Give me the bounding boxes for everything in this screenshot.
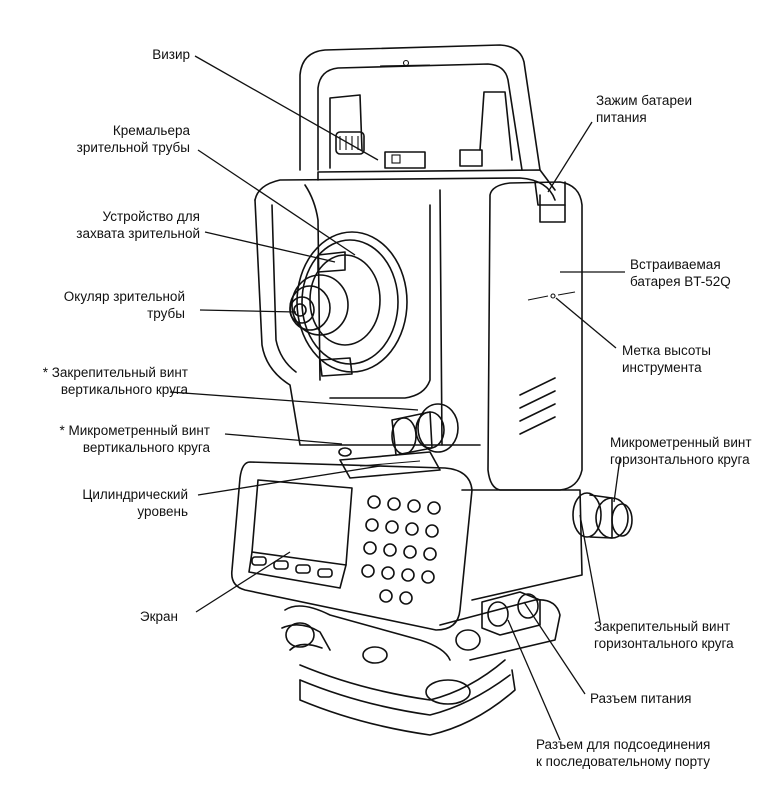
keypad [361,495,441,605]
label-batareya: Встраиваемая батарея BT-52Q [630,257,731,289]
label-okulyar: Окуляр зрительной трубы [63,289,185,321]
sight-visir [335,131,483,169]
label-vizir: Визир [152,47,190,62]
label-zahvat: Устройство для захвата зрительной [76,209,200,241]
label-razem-pit: Разъем питания [590,691,692,706]
telescope [289,231,408,377]
lower-body [281,489,583,736]
label-metka: Метка высоты инструмента [622,343,711,375]
leader-lines [169,55,625,741]
label-kremalyera: Кремальера зрительной трубы [76,123,190,155]
display-panel [230,461,473,631]
label-mikro-vert: * Микрометренный винт вертикального круг… [59,423,210,455]
vertical-knobs [338,403,459,457]
label-uroven: Цилиндрический уровень [82,487,188,519]
label-zakrep-vert: * Закрепительный винт вертикального круг… [42,365,188,397]
horizontal-tangent-knob [572,492,633,539]
label-zakrep-hor: Закрепительный винт горизонтального круг… [594,619,734,651]
label-zazhim: Зажим батареи питания [596,93,692,125]
label-mikro-hor: Микрометренный винт горизонтального круг… [610,435,752,467]
label-ekran: Экран [139,609,178,624]
battery-block [487,181,583,491]
label-razem-port: Разъем для подсоединения к последователь… [536,737,711,769]
upper-body [254,169,556,446]
